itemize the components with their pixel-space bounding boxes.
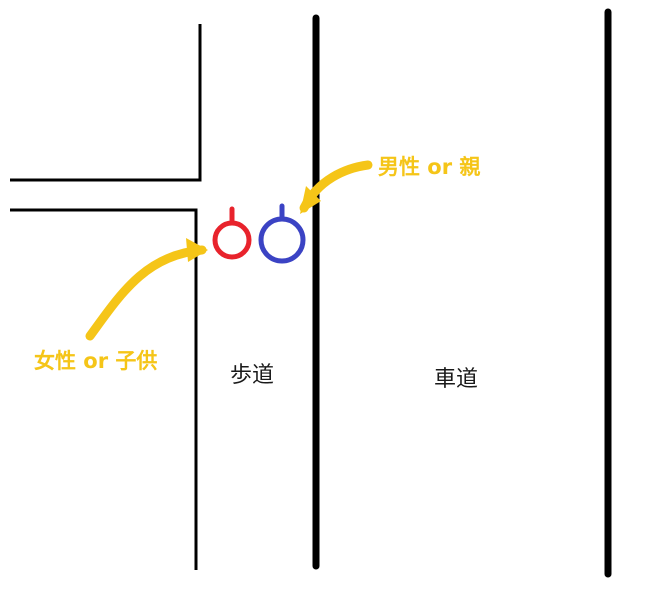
label-man-or-parent: 男性 or 親 [378, 155, 480, 179]
label-woman-or-child: 女性 or 子供 [34, 349, 157, 373]
label-roadway: 車道 [434, 367, 478, 392]
man-or-parent-marker [258, 203, 306, 264]
woman-or-child-marker [212, 206, 252, 260]
arrow-to-woman-marker [85, 238, 208, 341]
label-sidewalk: 歩道 [230, 363, 274, 388]
arrow-to-man-marker [299, 160, 373, 214]
side-street-upper-edge [10, 24, 202, 182]
side-street-lower-edge [10, 208, 198, 570]
